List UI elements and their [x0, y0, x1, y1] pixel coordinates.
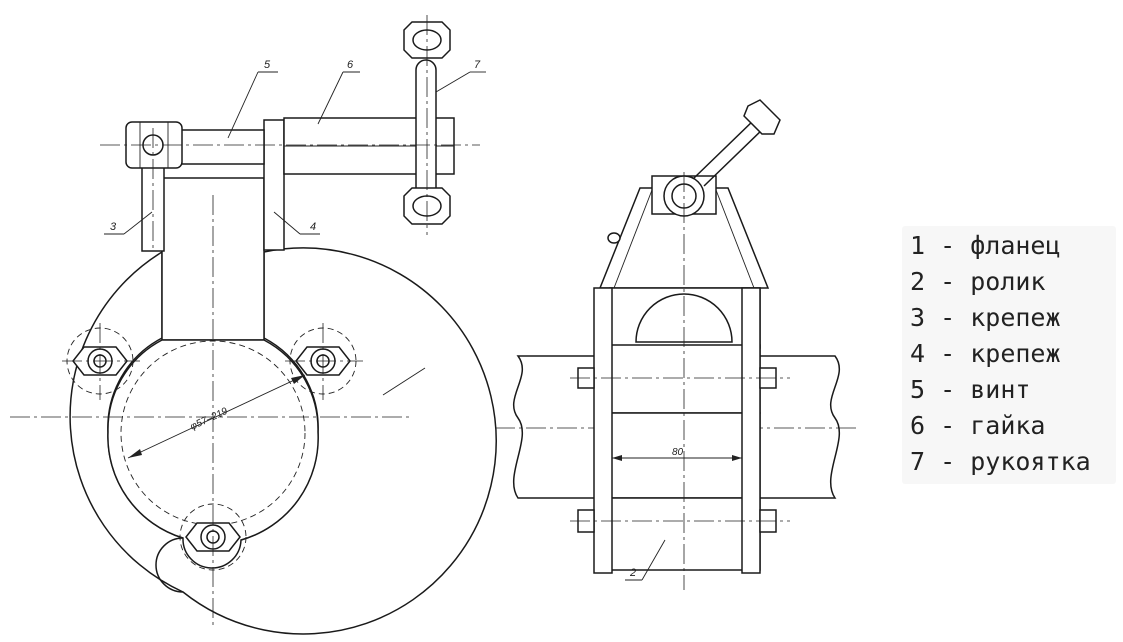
svg-text:5: 5	[264, 59, 271, 71]
side-bolts	[570, 367, 790, 533]
callout-6: 6	[317, 59, 360, 125]
legend-item: 5 - винт	[910, 375, 1031, 404]
roller-middle	[609, 412, 761, 499]
strap-4	[263, 119, 285, 251]
legend-item: 6 - гайка	[910, 411, 1046, 440]
parts-legend: 1 - фланец 2 - ролик 3 - крепеж 4 - креп…	[902, 226, 1116, 484]
legend-item: 2 - ролик	[910, 267, 1046, 296]
cage-arch	[635, 293, 733, 343]
callout-5: 5	[227, 59, 278, 139]
legend-item: 3 - крепеж	[910, 303, 1061, 332]
side-plate-right	[741, 287, 761, 574]
side-plate-left	[593, 287, 613, 574]
callout-3: 3	[104, 211, 153, 235]
svg-text:7: 7	[474, 59, 481, 71]
legend-item: 1 - фланец	[910, 231, 1061, 260]
diameter-dim-line	[127, 374, 306, 459]
width-dim-text: 80	[672, 447, 684, 458]
screw-5	[179, 129, 265, 165]
flange-left-arc	[69, 251, 184, 593]
svg-text:2: 2	[629, 567, 636, 579]
side-handle-head	[743, 99, 781, 135]
side-view: 80 2	[495, 99, 860, 590]
front-view: φ57–219 5 6 7 3 4	[10, 15, 497, 635]
callout-2: 2	[625, 539, 666, 581]
legend-item: 4 - крепеж	[910, 339, 1061, 368]
svg-text:6: 6	[347, 59, 354, 71]
callout-4: 4	[273, 211, 320, 235]
svg-text:4: 4	[310, 221, 316, 233]
legend-item: 7 - рукоятка	[910, 447, 1091, 476]
svg-text:3: 3	[110, 221, 117, 233]
roller-upper	[609, 344, 761, 414]
roller-lower	[609, 497, 761, 571]
callout-7: 7	[435, 59, 486, 93]
